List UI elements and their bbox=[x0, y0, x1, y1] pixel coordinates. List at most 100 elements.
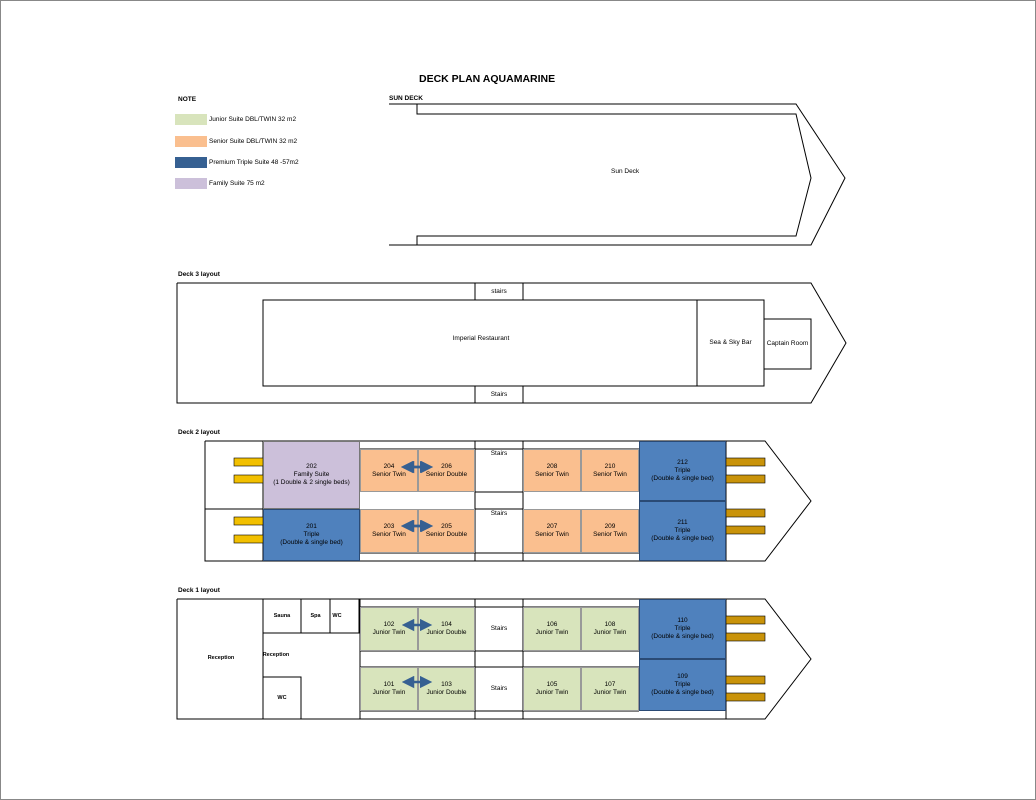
cabin-210[interactable]: 210 Senior Twin bbox=[581, 449, 639, 492]
spa-room: Spa bbox=[310, 613, 321, 619]
deck2-stairs-bottom: Stairs bbox=[490, 510, 508, 517]
cabin-number: 204 bbox=[383, 462, 395, 470]
cabin-number: 208 bbox=[546, 462, 558, 470]
cabin-beds: (1 Double & 2 single beds) bbox=[273, 479, 350, 486]
cabin-104[interactable]: 104 Junior Double bbox=[418, 607, 475, 651]
sauna-room: Sauna bbox=[273, 613, 291, 619]
cabin-type: Senior Double bbox=[425, 470, 468, 478]
cabin-type: Triple bbox=[674, 527, 691, 534]
legend-label: Senior Suite DBL/TWIN 32 m2 bbox=[209, 138, 298, 145]
bar-label: Sea & Sky Bar bbox=[709, 339, 752, 346]
cabin-105[interactable]: 105 Junior Twin bbox=[523, 667, 581, 711]
cabin-205[interactable]: 205 Senior Double bbox=[418, 509, 475, 553]
cabin-type: Senior Twin bbox=[535, 531, 569, 538]
cabin-type: Triple bbox=[674, 625, 691, 632]
cabin-number: 206 bbox=[441, 462, 452, 470]
note-heading: NOTE bbox=[178, 96, 197, 103]
cabin-208[interactable]: 208 Senior Twin bbox=[523, 449, 581, 492]
cabin-type: Junior Double bbox=[426, 629, 467, 636]
deck3-heading: Deck 3 layout bbox=[178, 271, 220, 278]
deck1-stairs-top: Stairs bbox=[490, 625, 508, 632]
cabin-type: Junior Twin bbox=[372, 689, 406, 696]
deck2-stairs-top: Stairs bbox=[490, 450, 508, 457]
cabin-type: Senior Twin bbox=[372, 470, 406, 478]
cabin-beds: (Double & single bed) bbox=[651, 475, 714, 482]
cabin-type: Senior Double bbox=[425, 531, 468, 538]
cabin-110[interactable]: 110 Triple (Double & single bed) bbox=[639, 599, 726, 659]
cabin-type: Senior Twin bbox=[593, 470, 627, 478]
cabin-207[interactable]: 207 Senior Twin bbox=[523, 509, 581, 553]
cabin-107[interactable]: 107 Junior Twin bbox=[581, 667, 639, 711]
cabin-209[interactable]: 209 Senior Twin bbox=[581, 509, 639, 553]
cabin-type: Junior Twin bbox=[593, 689, 627, 696]
deck3-stairs-bottom: Stairs bbox=[490, 390, 508, 398]
cabin-number: 210 bbox=[604, 462, 616, 470]
cabin-number: 202 bbox=[306, 463, 317, 470]
cabin-106[interactable]: 106 Junior Twin bbox=[523, 607, 581, 651]
cabin-type: Junior Double bbox=[426, 689, 467, 696]
cabin-number: 209 bbox=[604, 523, 616, 530]
cabin-beds: (Double & single bed) bbox=[651, 689, 714, 696]
cabin-203[interactable]: 203 Senior Twin bbox=[360, 509, 418, 553]
cabin-number: 109 bbox=[677, 673, 688, 680]
legend-swatch-junior bbox=[175, 114, 207, 125]
cabin-103[interactable]: 103 Junior Double bbox=[418, 667, 475, 711]
legend-swatch-premium bbox=[175, 157, 207, 168]
cabin-102[interactable]: 102 Junior Twin bbox=[360, 607, 418, 651]
cabin-number: 105 bbox=[546, 681, 558, 688]
cabin-beds: (Double & single bed) bbox=[651, 535, 714, 542]
cabin-109[interactable]: 109 Triple (Double & single bed) bbox=[639, 659, 726, 711]
deck2-heading: Deck 2 layout bbox=[178, 429, 220, 436]
wc-top: WC bbox=[332, 613, 342, 619]
cabin-beds: (Double & single bed) bbox=[651, 633, 714, 640]
cabin-201[interactable]: 201 Triple (Double & single bed) bbox=[263, 509, 360, 561]
cabin-number: 201 bbox=[306, 523, 317, 530]
cabin-211[interactable]: 211 Triple (Double & single bed) bbox=[639, 501, 726, 561]
cabin-number: 106 bbox=[546, 621, 558, 628]
cabin-number: 108 bbox=[604, 621, 616, 628]
reception-desk: Reception bbox=[262, 652, 290, 658]
sun-deck-area: Sun Deck bbox=[611, 168, 640, 175]
cabin-204[interactable]: 204 Senior Twin bbox=[360, 449, 418, 492]
cabin-beds: (Double & single bed) bbox=[280, 539, 343, 546]
cabin-number: 102 bbox=[383, 621, 395, 628]
reception-left: Reception bbox=[207, 655, 235, 661]
deck1-heading: Deck 1 layout bbox=[178, 587, 220, 594]
legend-senior: Senior Suite DBL/TWIN 32 m2 bbox=[175, 136, 297, 147]
cabin-101[interactable]: 101 Junior Twin bbox=[360, 667, 418, 711]
legend-label: Family Suite 75 m2 bbox=[209, 180, 265, 187]
legend-swatch-family bbox=[175, 178, 207, 189]
cabin-type: Senior Twin bbox=[535, 470, 569, 478]
cabin-type: Junior Twin bbox=[535, 629, 569, 636]
cabin-number: 110 bbox=[677, 617, 688, 624]
cabin-number: 107 bbox=[604, 681, 616, 688]
page-title: DECK PLAN AQUAMARINE bbox=[419, 73, 556, 85]
cabin-202[interactable]: 202 Family Suite (1 Double & 2 single be… bbox=[263, 441, 360, 509]
deck3-stairs-top: stairs bbox=[491, 287, 507, 295]
cabin-type: Junior Twin bbox=[372, 629, 406, 636]
restaurant-label: Imperial Restaurant bbox=[452, 335, 510, 342]
cabin-number: 212 bbox=[677, 459, 688, 466]
cabin-type: Senior Twin bbox=[372, 531, 406, 538]
cabin-number: 203 bbox=[383, 523, 395, 530]
cabin-type: Family Suite bbox=[293, 471, 330, 478]
cabin-206[interactable]: 206 Senior Double bbox=[418, 449, 475, 492]
cabin-212[interactable]: 212 Triple (Double & single bed) bbox=[639, 441, 726, 501]
cabin-type: Senior Twin bbox=[593, 531, 627, 538]
cabin-type: Triple bbox=[303, 531, 320, 538]
cabin-108[interactable]: 108 Junior Twin bbox=[581, 607, 639, 651]
cabin-type: Junior Twin bbox=[535, 689, 569, 696]
cabin-type: Junior Twin bbox=[593, 629, 627, 636]
cabin-number: 101 bbox=[383, 681, 395, 688]
cabin-number: 207 bbox=[546, 523, 558, 530]
deck1-stairs-bottom: Stairs bbox=[490, 685, 508, 692]
legend-swatch-senior bbox=[175, 136, 207, 147]
cabin-type: Triple bbox=[674, 681, 691, 688]
legend-label: Premium Triple Suite 48 -57m2 bbox=[209, 159, 299, 166]
legend-family: Family Suite 75 m2 bbox=[175, 178, 265, 189]
cabin-number: 205 bbox=[441, 523, 452, 530]
cabin-number: 103 bbox=[441, 681, 452, 688]
legend-junior: Junior Suite DBL/TWIN 32 m2 bbox=[175, 114, 296, 125]
legend-label: Junior Suite DBL/TWIN 32 m2 bbox=[209, 116, 297, 123]
